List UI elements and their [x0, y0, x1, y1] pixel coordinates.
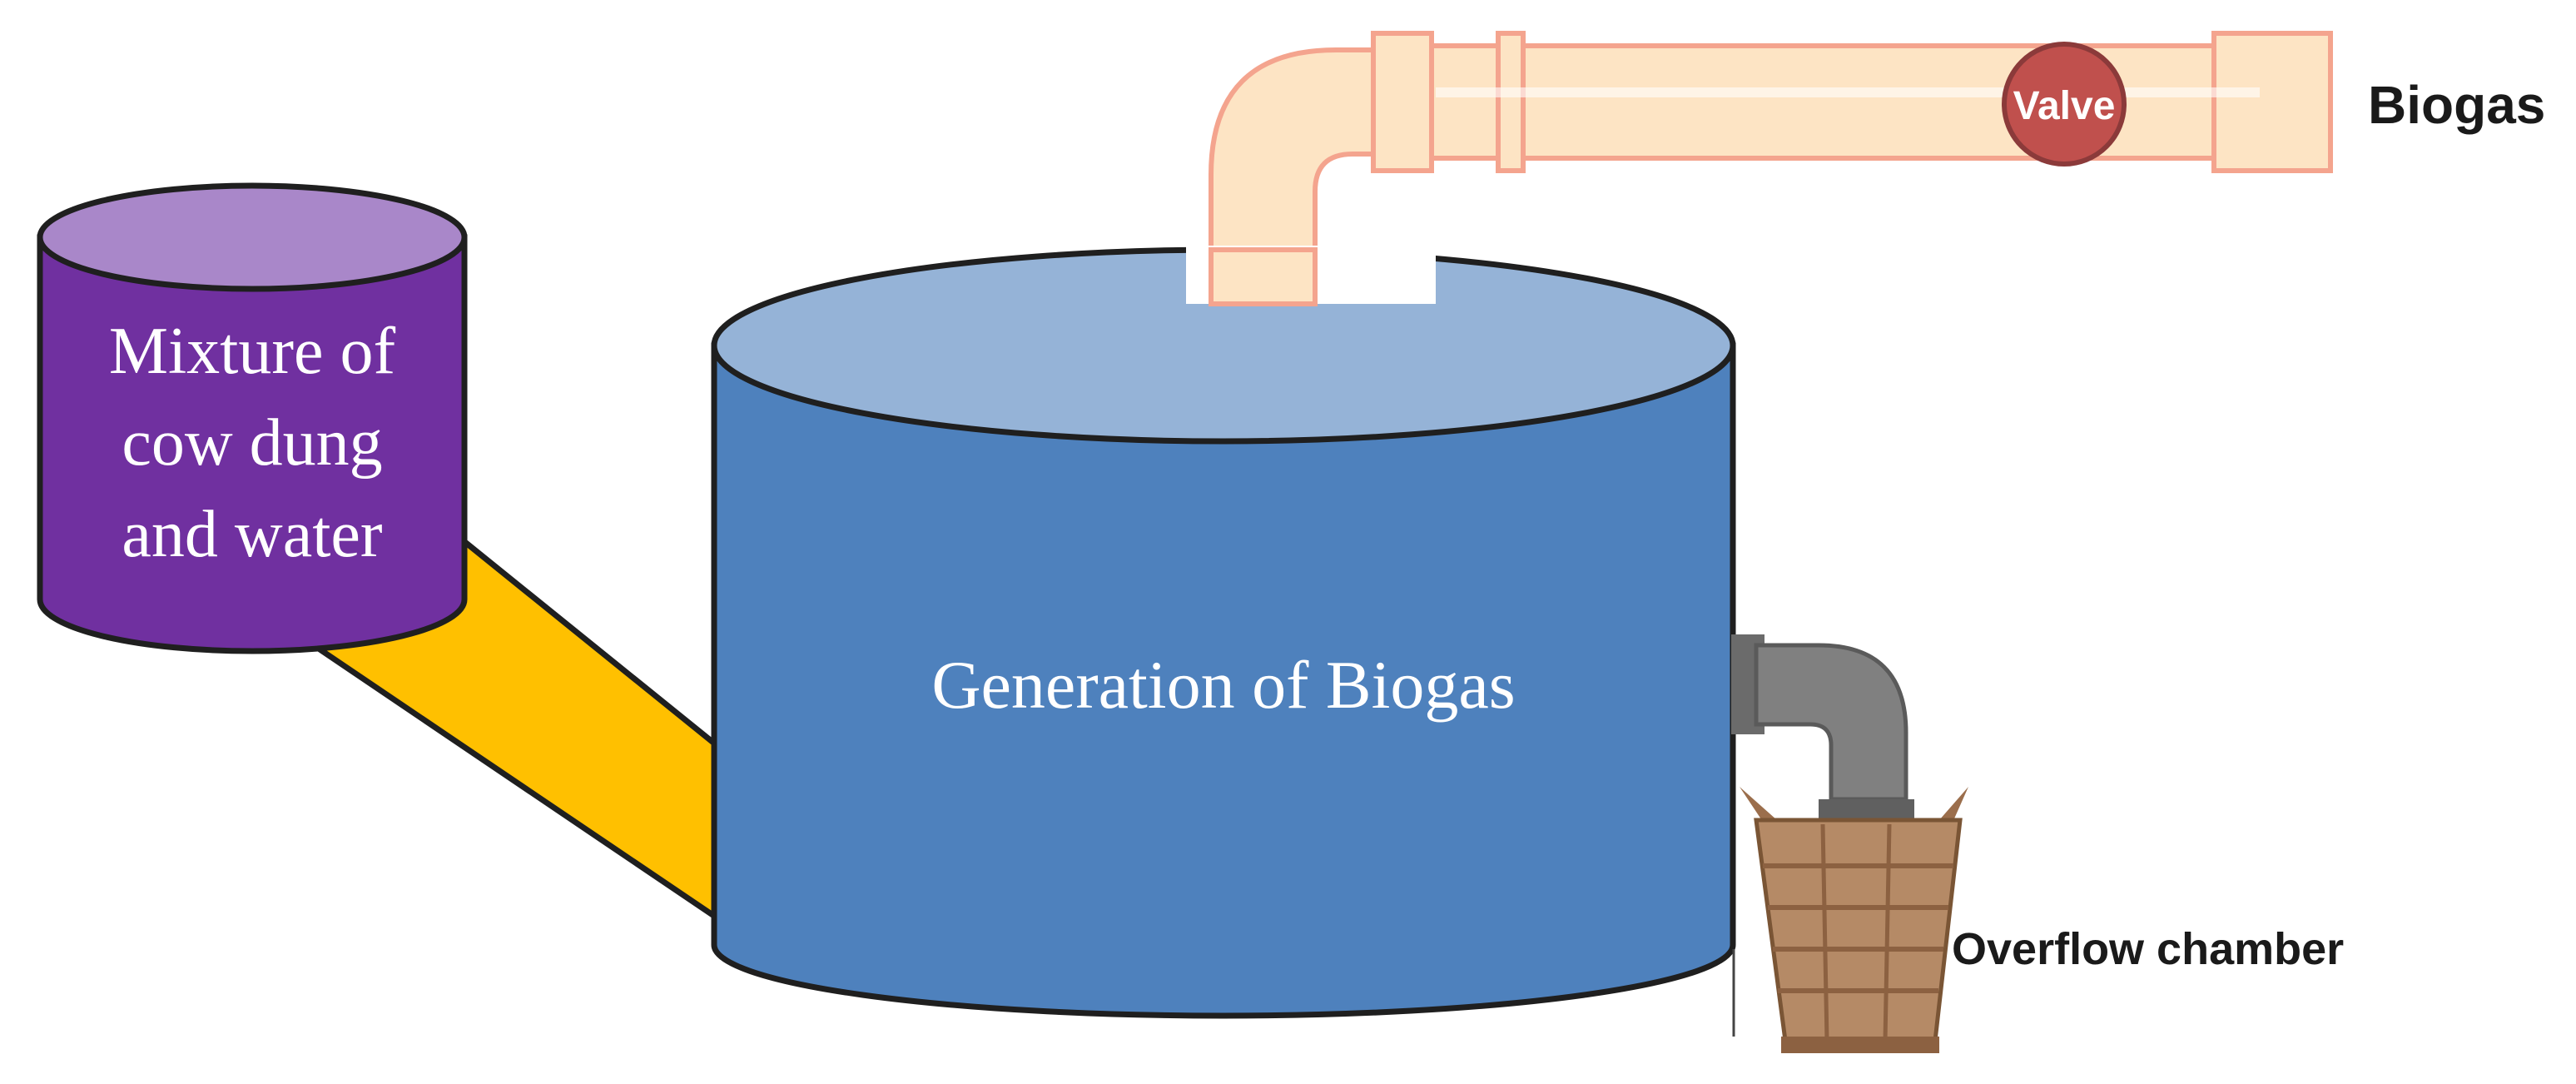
digester-tank: Generation of Biogas	[711, 246, 1736, 1019]
tank-label: Generation of Biogas	[931, 647, 1515, 723]
basket-icon	[1740, 787, 1968, 1053]
gas-pipe-inlet-segment	[1209, 247, 1318, 306]
inlet-label-line3: and water	[122, 498, 382, 571]
overflow-chamber-label: Overflow chamber	[1952, 924, 2344, 974]
inlet-cylinder-top	[37, 182, 468, 292]
valve-label: Valve	[2013, 84, 2116, 128]
biogas-outlet-label: Biogas	[2368, 75, 2545, 135]
inlet-label-line1: Mixture of	[109, 315, 396, 388]
inlet-label-line2: cow dung	[122, 406, 382, 480]
inlet-cylinder: Mixture of cow dung and water	[37, 182, 468, 654]
valve-icon[interactable]: Valve	[2002, 42, 2127, 167]
